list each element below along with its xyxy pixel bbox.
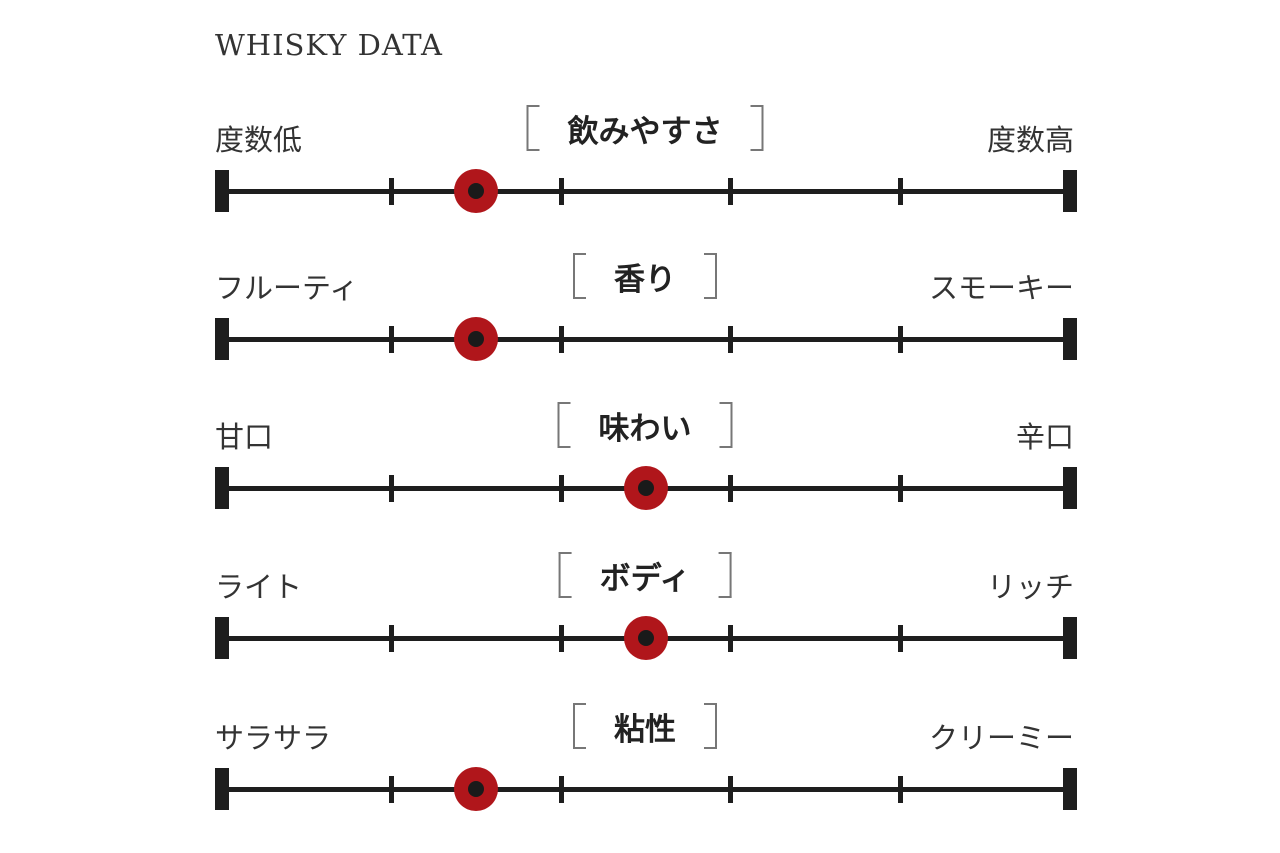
right-bracket xyxy=(719,402,733,448)
scale-row: ライト リッチ ボディ xyxy=(0,552,1280,692)
track-tick xyxy=(897,326,903,353)
track-end-cap xyxy=(1063,318,1077,360)
marker-dot xyxy=(468,331,485,347)
scale-track xyxy=(215,767,1077,811)
scale-category-name: 味わい xyxy=(598,410,692,447)
track-tick xyxy=(897,776,903,803)
track-tick xyxy=(389,326,395,353)
track-end-cap xyxy=(215,318,229,360)
scale-left-label: ライト xyxy=(215,570,303,604)
track-tick xyxy=(728,776,734,803)
value-marker xyxy=(624,466,668,510)
track-tick xyxy=(728,625,734,652)
scale-track xyxy=(215,466,1077,510)
track-end-cap xyxy=(215,467,229,509)
track-tick xyxy=(558,178,564,205)
track-end-cap xyxy=(215,170,229,212)
track-tick xyxy=(558,776,564,803)
scale-left-label: サラサラ xyxy=(215,721,332,755)
track-line xyxy=(222,787,1070,792)
track-end-cap xyxy=(1063,170,1077,212)
scale-right-label: クリーミー xyxy=(928,721,1074,755)
track-end-cap xyxy=(215,617,229,659)
scale-right-label: リッチ xyxy=(986,570,1074,604)
track-tick xyxy=(728,475,734,502)
right-bracket xyxy=(704,703,717,749)
scale-category: 香り xyxy=(573,253,717,299)
scale-category-name: 飲みやすさ xyxy=(567,113,723,150)
right-bracket xyxy=(750,105,764,151)
track-line xyxy=(222,337,1070,342)
track-tick xyxy=(558,326,564,353)
value-marker xyxy=(624,616,668,660)
left-bracket xyxy=(573,703,586,749)
track-tick xyxy=(897,475,903,502)
value-marker xyxy=(454,169,499,213)
scale-row: サラサラ クリーミー 粘性 xyxy=(0,703,1280,843)
value-marker xyxy=(454,767,499,811)
marker-dot xyxy=(638,630,654,646)
scale-right-label: 度数高 xyxy=(986,123,1074,157)
scale-category: 飲みやすさ xyxy=(526,105,764,151)
scale-row: 度数低 度数高 飲みやすさ xyxy=(0,105,1280,245)
left-bracket xyxy=(573,253,586,299)
marker-dot xyxy=(468,183,485,199)
scale-category-name: 粘性 xyxy=(614,711,676,748)
track-end-cap xyxy=(215,768,229,810)
scale-left-label: フルーティ xyxy=(215,271,359,305)
track-tick xyxy=(389,776,395,803)
left-bracket xyxy=(526,105,540,151)
track-tick xyxy=(728,178,734,205)
track-tick xyxy=(897,178,903,205)
track-tick xyxy=(558,625,564,652)
scale-right-label: 辛口 xyxy=(1015,420,1074,454)
scale-right-label: スモーキー xyxy=(928,271,1074,305)
left-bracket xyxy=(557,402,571,448)
track-end-cap xyxy=(1063,617,1077,659)
track-line xyxy=(222,189,1070,194)
scale-category: 味わい xyxy=(557,402,733,448)
track-tick xyxy=(389,625,395,652)
track-end-cap xyxy=(1063,768,1077,810)
right-bracket xyxy=(718,552,732,598)
scale-category-name: 香り xyxy=(614,261,676,298)
right-bracket xyxy=(704,253,717,299)
page-title: WHISKY DATA xyxy=(215,28,443,62)
track-tick xyxy=(558,475,564,502)
scale-track xyxy=(215,169,1077,213)
left-bracket xyxy=(558,552,572,598)
scale-track xyxy=(215,317,1077,361)
scale-left-label: 甘口 xyxy=(215,420,274,454)
track-tick xyxy=(389,475,395,502)
scale-category-name: ボディ xyxy=(599,560,691,597)
scale-category: ボディ xyxy=(558,552,732,598)
scale-track xyxy=(215,616,1077,660)
marker-dot xyxy=(638,480,654,496)
marker-dot xyxy=(468,781,485,797)
track-tick xyxy=(897,625,903,652)
track-tick xyxy=(389,178,395,205)
value-marker xyxy=(454,317,499,361)
track-tick xyxy=(728,326,734,353)
scale-category: 粘性 xyxy=(573,703,717,749)
scale-row: 甘口 辛口 味わい xyxy=(0,402,1280,542)
track-end-cap xyxy=(1063,467,1077,509)
scale-left-label: 度数低 xyxy=(215,123,303,157)
scale-row: フルーティ スモーキー 香り xyxy=(0,253,1280,393)
